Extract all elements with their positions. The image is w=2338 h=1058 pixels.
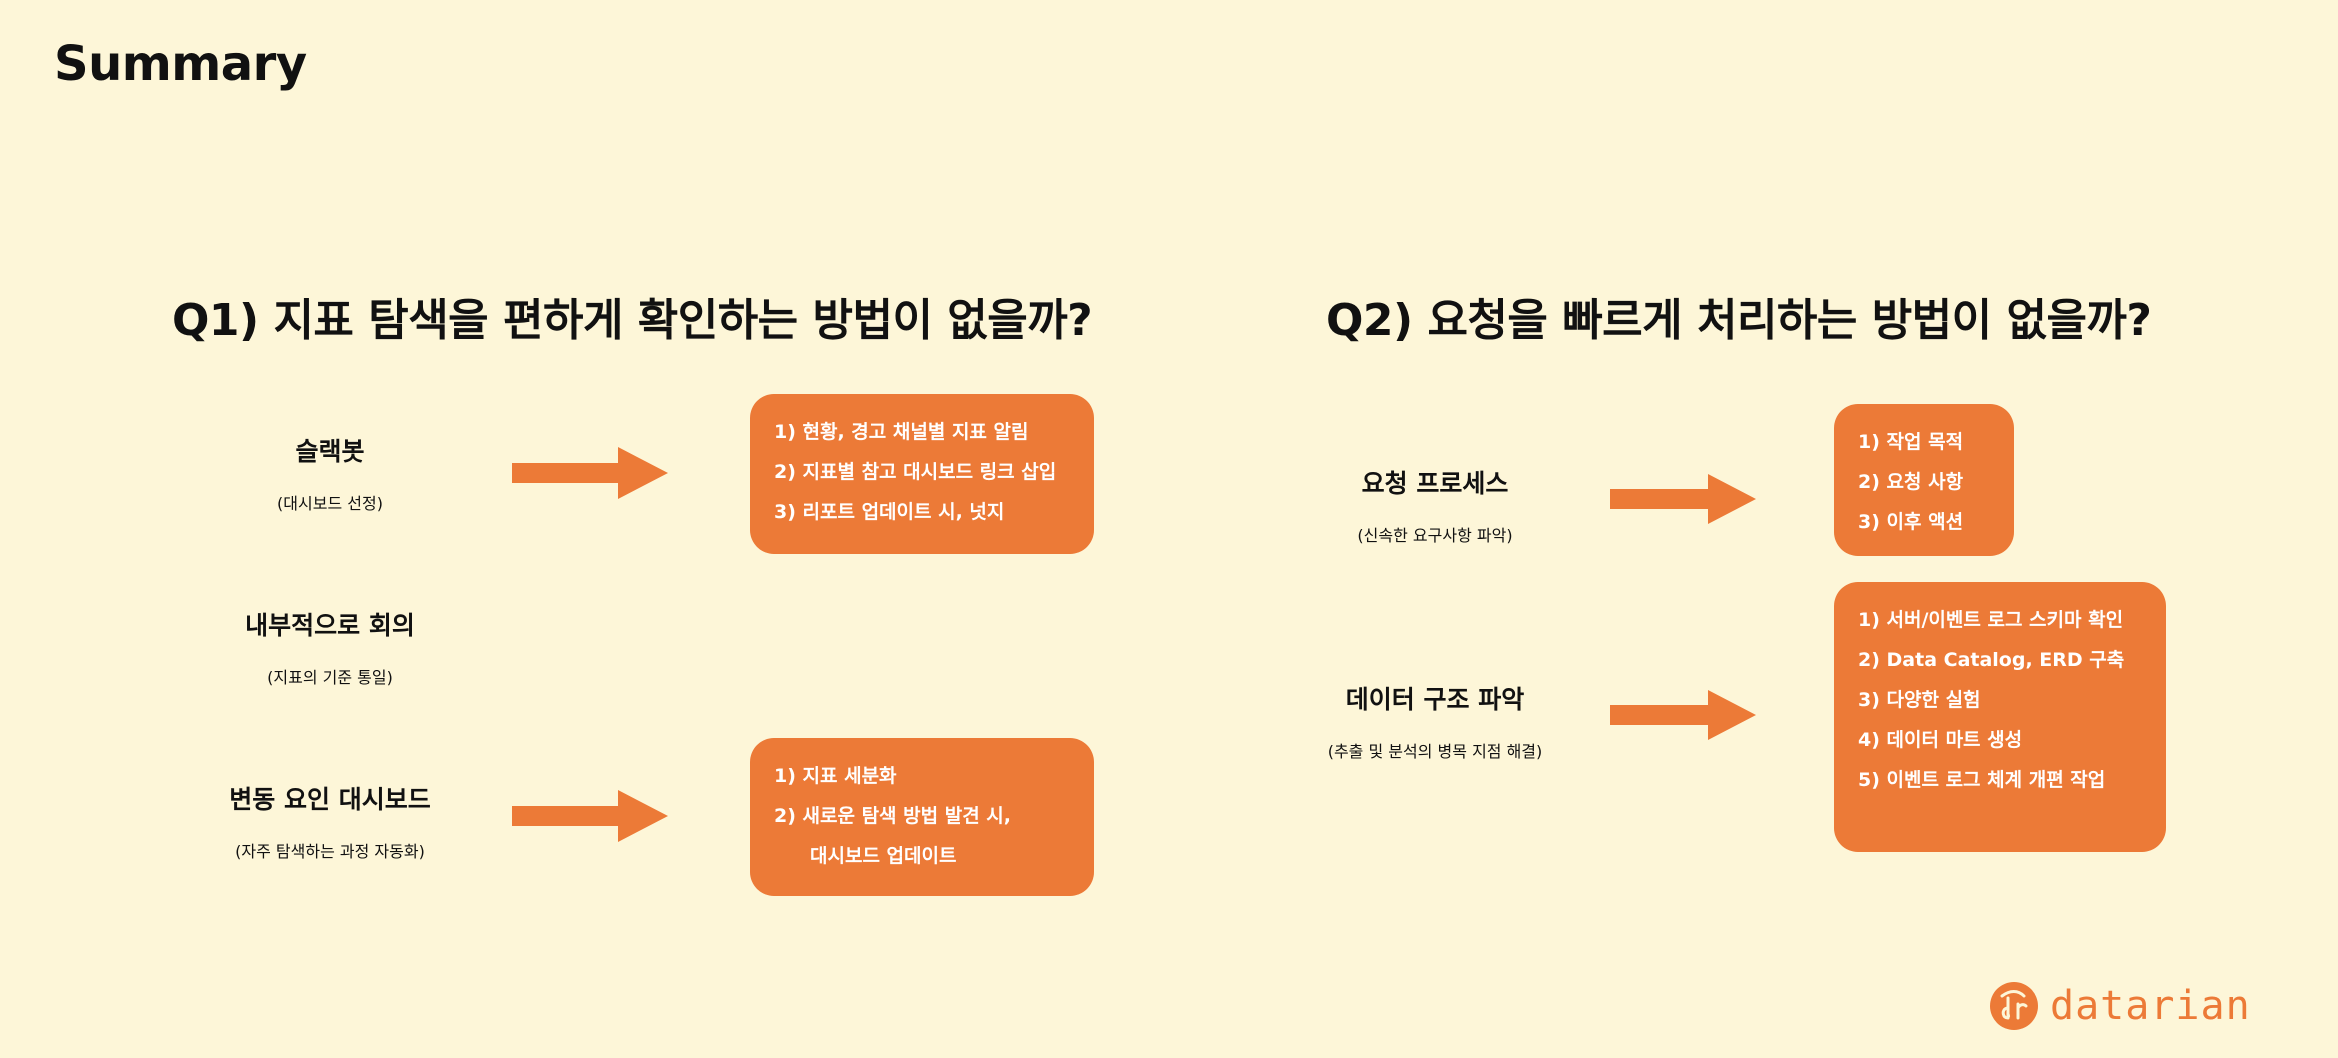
box-list-item: 4) 데이터 마트 생성: [1858, 729, 2023, 751]
box-list-item: 3) 이후 액션: [1858, 511, 1964, 533]
q2-item-request-process: 요청 프로세스 (신속한 요구사항 파악): [1280, 464, 1590, 546]
box-list-item: 대시보드 업데이트: [810, 845, 957, 867]
q2-heading: Q2) 요청을 빠르게 처리하는 방법이 없을까?: [1326, 295, 2152, 346]
q1-dashboard-box: 1) 지표 세분화 2) 새로운 탐색 방법 발견 시, 대시보드 업데이트: [750, 738, 1094, 896]
q2-item-main-label: 데이터 구조 파악: [1345, 685, 1525, 714]
q2-request-box: 1) 작업 목적 2) 요청 사항 3) 이후 액션: [1834, 404, 2014, 556]
brand-logo-text: datarian: [2050, 983, 2251, 1029]
q1-item-main-label: 내부적으로 회의: [245, 611, 415, 640]
q2-data-structure-box: 1) 서버/이벤트 로그 스키마 확인 2) Data Catalog, ERD…: [1834, 582, 2166, 852]
box-list-item: 2) Data Catalog, ERD 구축: [1858, 649, 2125, 671]
q1-item-dashboard: 변동 요인 대시보드 (자주 탐색하는 과정 자동화): [180, 780, 480, 862]
box-list-item: 5) 이벤트 로그 체계 개편 작업: [1858, 769, 2106, 791]
box-list-item: 1) 현황, 경고 채널별 지표 알림: [774, 421, 1029, 443]
box-list-item: 3) 다양한 실험: [1858, 689, 1981, 711]
box-list-item: 1) 지표 세분화: [774, 765, 897, 787]
q1-heading: Q1) 지표 탐색을 편하게 확인하는 방법이 없을까?: [172, 295, 1093, 346]
box-list-item: 1) 작업 목적: [1858, 431, 1964, 453]
arrow-right-icon: [1610, 474, 1756, 524]
q2-item-data-structure: 데이터 구조 파악 (추출 및 분석의 병목 지점 해결): [1270, 680, 1600, 762]
box-list-item: 1) 서버/이벤트 로그 스키마 확인: [1858, 609, 2124, 631]
q2-item-sub-label: (추출 및 분석의 병목 지점 해결): [1327, 742, 1543, 761]
q1-item-sub-label: (자주 탐색하는 과정 자동화): [235, 842, 425, 861]
box-list-item: 2) 새로운 탐색 방법 발견 시,: [774, 805, 1011, 827]
q1-item-sub-label: (대시보드 선정): [277, 494, 383, 513]
q2-item-main-label: 요청 프로세스: [1361, 469, 1509, 498]
arrow-right-icon: [512, 790, 668, 842]
brand-logo: datarian: [1990, 982, 2251, 1030]
q1-item-slackbot: 슬랙봇 (대시보드 선정): [180, 432, 480, 514]
q1-item-main-label: 변동 요인 대시보드: [229, 785, 431, 814]
box-list-item: 2) 지표별 참고 대시보드 링크 삽입: [774, 461, 1057, 483]
page-title: Summary: [54, 36, 307, 92]
arrow-right-icon: [1610, 690, 1756, 740]
q1-slackbot-box: 1) 현황, 경고 채널별 지표 알림 2) 지표별 참고 대시보드 링크 삽입…: [750, 394, 1094, 554]
q1-item-main-label: 슬랙봇: [295, 437, 365, 466]
q2-item-sub-label: (신속한 요구사항 파악): [1357, 526, 1513, 545]
q1-item-meeting: 내부적으로 회의 (지표의 기준 통일): [180, 606, 480, 688]
q1-item-sub-label: (지표의 기준 통일): [267, 668, 393, 687]
arrow-right-icon: [512, 447, 668, 499]
brand-logo-icon: [1990, 982, 2038, 1030]
box-list-item: 2) 요청 사항: [1858, 471, 1964, 493]
box-list-item: 3) 리포트 업데이트 시, 넛지: [774, 501, 1005, 523]
